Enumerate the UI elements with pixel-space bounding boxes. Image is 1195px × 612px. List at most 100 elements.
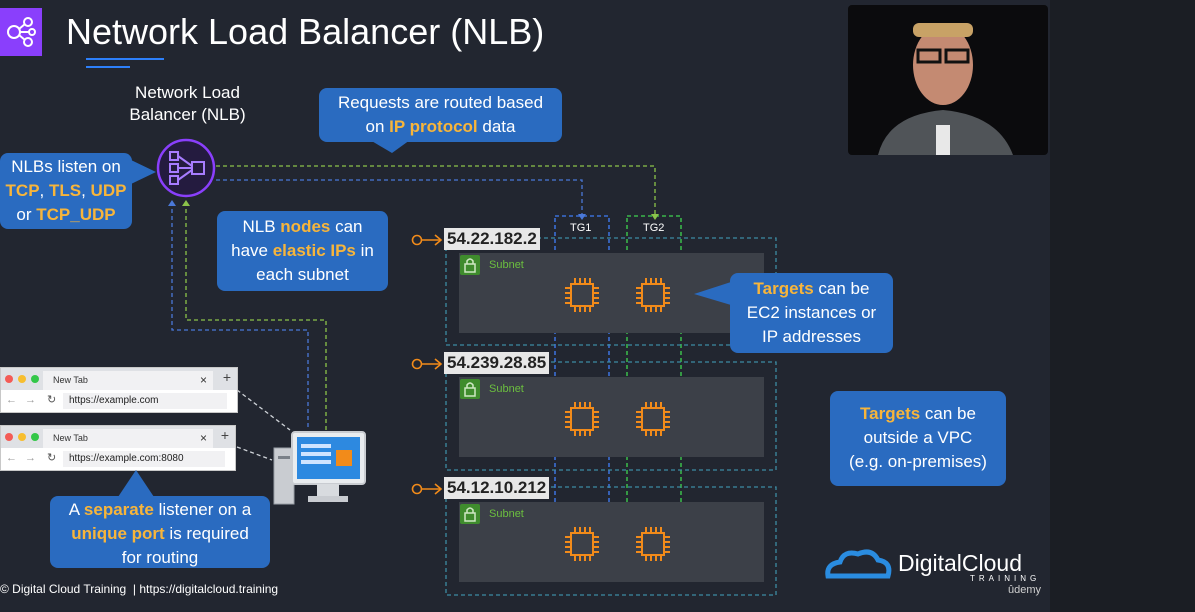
- outside-a: Targets: [860, 404, 921, 423]
- nlb-label-line1: Network Load: [135, 83, 240, 102]
- udemy-logo: ûdemy: [1008, 584, 1042, 596]
- tab-close-icon[interactable]: ×: [199, 373, 207, 387]
- browser-tab-title: New Tab: [53, 433, 88, 443]
- listen-sep1: ,: [39, 181, 49, 200]
- elastic-ip-connector-icon: [411, 234, 443, 246]
- new-tab-button[interactable]: +: [222, 369, 231, 385]
- listen-udp: UDP: [90, 181, 127, 200]
- listener-a: A: [68, 500, 84, 519]
- forward-icon[interactable]: →: [25, 394, 36, 406]
- load-balancer-icon: [156, 138, 216, 198]
- callout-routing-pointer: [370, 140, 410, 153]
- reload-icon[interactable]: ↻: [47, 394, 57, 406]
- footer-text: © Digital Cloud Training | https://digit…: [0, 582, 279, 596]
- page-title: Network Load Balancer (NLB): [66, 11, 545, 52]
- listener-c: listener on a: [153, 500, 252, 519]
- callout-listener: A separate listener on a unique port is …: [50, 496, 270, 568]
- address-bar[interactable]: https://example.com: [63, 393, 227, 409]
- chip-icon: [636, 402, 670, 436]
- listener-e: is required: [164, 524, 249, 543]
- outside-line2: outside a VPC: [863, 428, 973, 447]
- minimize-dot-icon[interactable]: [18, 433, 26, 441]
- nodes-line2: have elastic IPs in: [217, 239, 388, 263]
- browser-tabbar: New Tab × +: [1, 426, 235, 448]
- back-icon[interactable]: ←: [6, 452, 17, 464]
- reload-icon[interactable]: ↻: [47, 452, 57, 464]
- nodes-c: can: [330, 217, 363, 236]
- nlb-label-line2: Balancer (NLB): [129, 105, 246, 124]
- browser-toolbar: ← → ↻ https://example.com: [1, 390, 237, 412]
- minimize-dot-icon[interactable]: [18, 375, 26, 383]
- nlb-label: Network Load Balancer (NLB): [115, 82, 260, 126]
- callout-routing-line2: on IP protocol data: [319, 115, 562, 139]
- targets-b: can be: [813, 279, 870, 298]
- close-dot-icon[interactable]: [5, 433, 13, 441]
- maximize-dot-icon[interactable]: [31, 375, 39, 383]
- webcam-video: [848, 5, 1048, 155]
- routing-hl: IP protocol: [389, 117, 478, 136]
- callout-outside: Targets can be outside a VPC (e.g. on-pr…: [830, 391, 1006, 486]
- nodes-line1: NLB nodes can: [217, 215, 388, 239]
- title-underline: [86, 58, 164, 60]
- browser-tab-title: New Tab: [53, 375, 88, 385]
- chip-icon: [565, 527, 599, 561]
- share-nodes-icon: [0, 8, 42, 56]
- target-group-label: TG2: [643, 222, 665, 234]
- listen-or: or: [16, 205, 37, 224]
- chip-icon: [565, 402, 599, 436]
- browser-tabbar: New Tab × +: [1, 368, 237, 390]
- browser-window-1: New Tab × + ← → ↻ https://example.com: [0, 367, 238, 413]
- brand-sub: TRAINING: [970, 574, 1041, 583]
- cloud-logo-icon: [825, 549, 892, 579]
- targets-line3: IP addresses: [762, 327, 861, 346]
- chip-icon: [636, 527, 670, 561]
- address-bar[interactable]: https://example.com:8080: [63, 451, 225, 467]
- targets-line1: Targets can be: [730, 277, 893, 301]
- callout-nodes: NLB nodes can have elastic IPs in each s…: [217, 211, 388, 291]
- targets-line2: EC2 instances or: [746, 303, 877, 322]
- listener-d: unique port: [71, 524, 165, 543]
- subnet-box: [459, 377, 764, 457]
- nodes-f: in: [355, 241, 374, 260]
- elastic-ip-label: 54.12.10.212: [444, 477, 550, 499]
- browser-tab[interactable]: New Tab ×: [43, 429, 213, 448]
- brand-name: DigitalCloud: [898, 550, 1023, 576]
- brand-logo: DigitalCloud TRAINING ûdemy: [822, 544, 1052, 600]
- callout-targets-pointer: [694, 282, 731, 305]
- elastic-ip-connector-icon: [411, 483, 443, 495]
- title-underline-2: [86, 66, 130, 68]
- elastic-ip-label: 54.22.182.2: [444, 228, 540, 250]
- subnet-label: Subnet: [489, 383, 524, 395]
- listener-line2: unique port is required: [50, 522, 270, 546]
- lock-icon: [460, 379, 480, 399]
- forward-icon[interactable]: →: [25, 452, 36, 464]
- browser-window-2: New Tab × + ← → ↻ https://example.com:80…: [0, 425, 236, 471]
- close-dot-icon[interactable]: [5, 375, 13, 383]
- computer-icon: [272, 430, 367, 508]
- callout-listen: NLBs listen on TCP, TLS, UDP or TCP_UDP: [0, 153, 132, 229]
- new-tab-button[interactable]: +: [220, 427, 229, 443]
- subnet-box: [459, 502, 764, 582]
- routing-pre: on: [365, 117, 390, 136]
- listener-b: separate: [83, 500, 154, 519]
- listen-line1: NLBs listen on: [11, 157, 121, 176]
- callout-routing-line1: Requests are routed based: [337, 93, 544, 112]
- maximize-dot-icon[interactable]: [31, 433, 39, 441]
- listen-line3: or TCP_UDP: [0, 203, 132, 227]
- nodes-line3: each subnet: [256, 265, 349, 284]
- nodes-d: have: [231, 241, 273, 260]
- listen-tls: TLS: [48, 181, 82, 200]
- listen-sep2: ,: [81, 181, 91, 200]
- elastic-ip-connector-icon: [411, 358, 443, 370]
- browser-toolbar: ← → ↻ https://example.com:8080: [1, 448, 235, 470]
- side-panel: [1050, 0, 1195, 612]
- listen-tcp: TCP: [5, 181, 40, 200]
- nodes-b: nodes: [280, 217, 331, 236]
- back-icon[interactable]: ←: [6, 394, 17, 406]
- callout-listen-pointer: [131, 160, 156, 184]
- tab-close-icon[interactable]: ×: [199, 431, 207, 445]
- callout-targets: Targets can be EC2 instances or IP addre…: [730, 273, 893, 353]
- nodes-a: NLB: [242, 217, 281, 236]
- browser-tab[interactable]: New Tab ×: [43, 371, 213, 390]
